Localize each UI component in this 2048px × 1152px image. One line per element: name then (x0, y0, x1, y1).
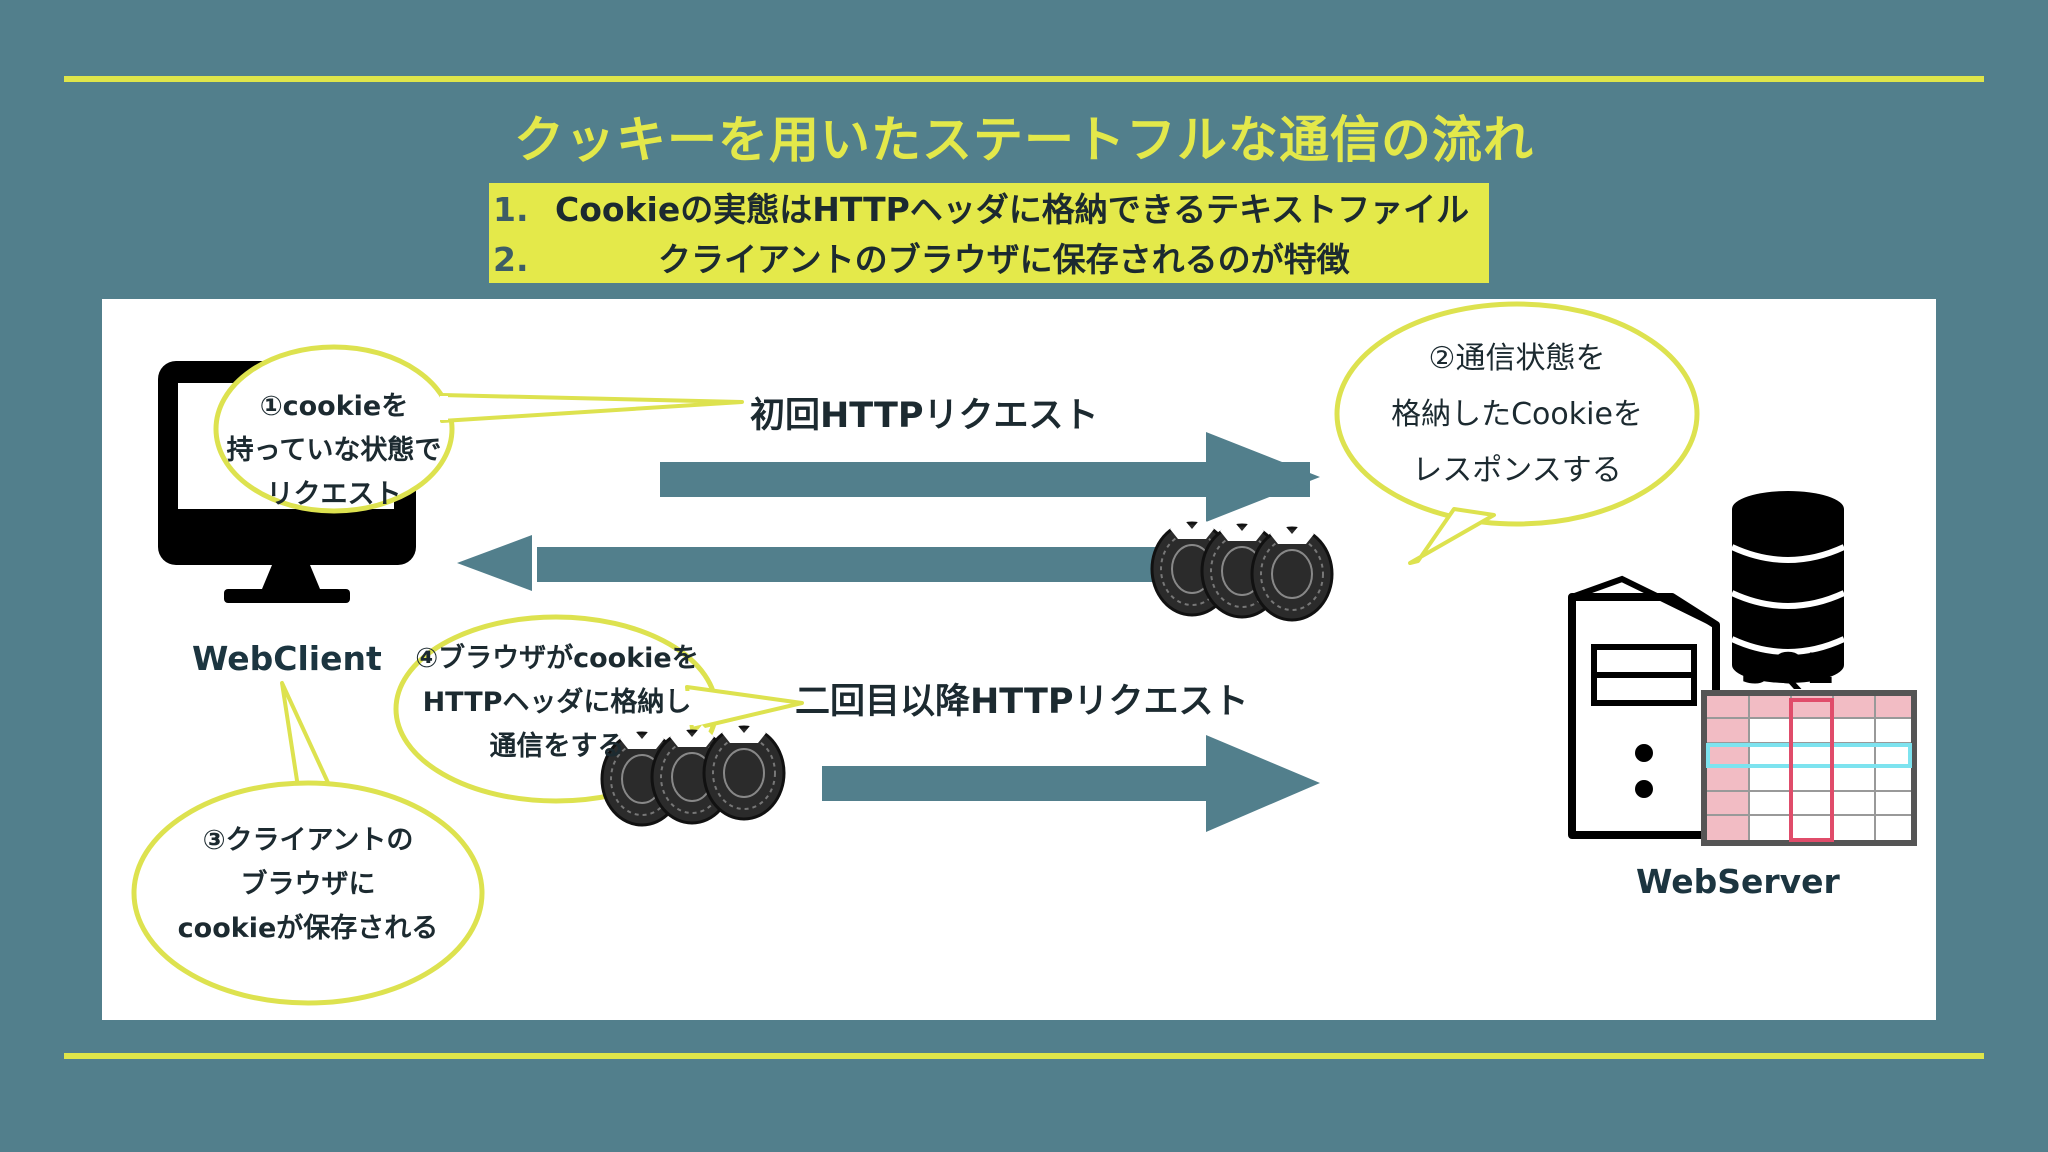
bubble-line: ④ブラウザがcookieを (415, 643, 699, 674)
table-grid-icon (1701, 690, 1917, 846)
bottom-rule (64, 1053, 1984, 1059)
diagram-graphics (131, 301, 1917, 1006)
second-request-arrow (822, 735, 1320, 832)
bubble-line: 持っていな状態で (226, 435, 442, 466)
database-icon (1730, 491, 1846, 683)
bubble-line: ②通信状態を (1428, 341, 1606, 376)
web-client-label: WebClient (192, 639, 382, 678)
step2-bubble-text: ②通信状態を 格納したCookieを レスポンスする (1367, 331, 1667, 499)
key-points-box: 1. Cookieの実態はHTTPヘッダに格納できるテキストファイル 2. クラ… (489, 183, 1489, 283)
speech-bubble-step1 (213, 344, 744, 514)
step4-bubble-text: ④ブラウザがcookieを HTTPヘッダに格納し 通信をする (402, 637, 712, 769)
bubble-line: ブラウザに (240, 869, 376, 900)
speech-bubble-step3 (131, 681, 485, 1006)
key-point-text: クライアントのブラウザに保存されるのが特徴 (658, 240, 1350, 279)
key-point-text: Cookieの実態はHTTPヘッダに格納できるテキストファイル (555, 190, 1470, 229)
bubble-line: ①cookieを (259, 391, 409, 422)
bubble-line: 通信をする (489, 731, 625, 762)
page-title: クッキーを用いたステートフルな通信の流れ (514, 111, 1534, 169)
step3-bubble-text: ③クライアントの ブラウザに cookieが保存される (158, 819, 458, 951)
cookie-icon (702, 719, 786, 821)
sql-label: SQL (1740, 644, 1833, 693)
web-server-label: WebServer (1636, 862, 1840, 901)
bubble-line: レスポンスする (1412, 453, 1622, 488)
first-request-arrow (660, 432, 1320, 522)
server-tower-icon (1568, 575, 1720, 839)
first-request-label: 初回HTTPリクエスト (750, 396, 1099, 436)
diagram-panel: 初回HTTPリクエスト 二回目以降HTTPリクエスト WebClient Web… (102, 299, 1936, 1020)
bubble-line: cookieが保存される (177, 913, 439, 944)
step1-bubble-text: ①cookieを 持っていな状態で リクエスト (214, 385, 454, 517)
bubble-line: ③クライアントの (202, 825, 414, 856)
key-point: 2. クライアントのブラウザに保存されるのが特徴 (489, 235, 1489, 285)
key-point-number: 1. (493, 190, 529, 229)
key-point-number: 2. (493, 240, 529, 279)
bubble-line: リクエスト (266, 479, 402, 510)
bubble-line: 格納したCookieを (1391, 397, 1643, 432)
top-rule (64, 76, 1984, 82)
bubble-line: HTTPヘッダに格納し (422, 687, 692, 718)
second-request-label: 二回目以降HTTPリクエスト (795, 682, 1249, 722)
key-point: 1. Cookieの実態はHTTPヘッダに格納できるテキストファイル (489, 185, 1489, 235)
speech-bubble-step2 (1334, 301, 1700, 565)
